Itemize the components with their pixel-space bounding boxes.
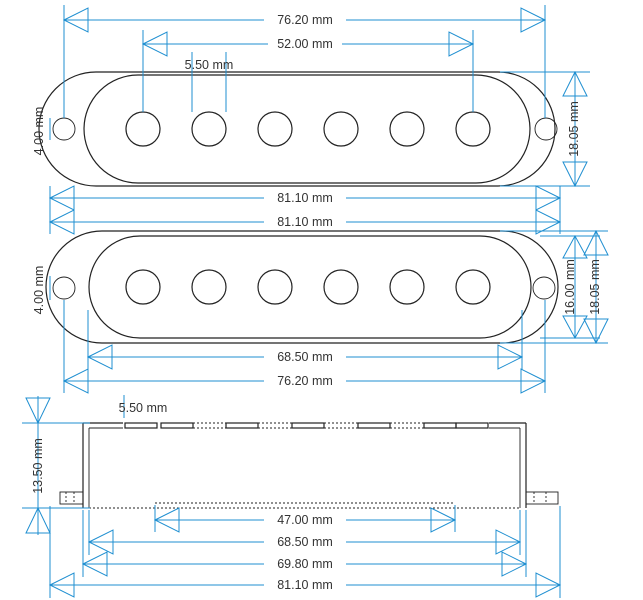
dim-label: 81.10 mm <box>277 191 333 205</box>
pickup-2 <box>45 230 559 344</box>
dim-inner-length: 68.50 mm <box>86 310 524 370</box>
dim-label: 52.00 mm <box>277 37 333 51</box>
dim-label: 76.20 mm <box>277 374 333 388</box>
pole-piece <box>191 111 227 147</box>
dim-label: 16.00 mm <box>563 259 577 315</box>
dim-label: 13.50 mm <box>31 438 45 494</box>
dim-label: 69.80 mm <box>277 557 333 571</box>
dim-pole-span: 52.00 mm <box>141 30 475 112</box>
dim-label: 81.10 mm <box>277 215 333 229</box>
pole-piece <box>257 111 293 147</box>
dim-label: 76.20 mm <box>277 13 333 27</box>
side-view-outline <box>59 422 559 509</box>
dim-label: 5.50 mm <box>119 401 168 415</box>
dim-label: 81.10 mm <box>277 578 333 592</box>
pole-piece <box>257 269 293 305</box>
pole-piece <box>323 111 359 147</box>
dim-label: 4.00 mm <box>32 107 46 156</box>
dim-side-inner: 68.50 mm <box>87 510 522 555</box>
dim-label: 68.50 mm <box>277 350 333 364</box>
pole-piece <box>125 111 161 147</box>
dim-label: 47.00 mm <box>277 513 333 527</box>
pole-piece <box>455 111 491 147</box>
dim-overall-top: 76.20 mm <box>62 5 547 118</box>
dim-overall-81-1: 81.10 mm <box>48 185 562 211</box>
dim-hole-diameter-1: 4.00 mm <box>32 107 51 156</box>
dim-side-overall: 81.10 mm <box>48 506 562 598</box>
pole-piece <box>125 269 161 305</box>
dim-height-2: 18.05 mm <box>500 229 609 345</box>
dim-side-height: 13.50 mm <box>22 396 90 535</box>
dim-overall-bottom: 76.20 mm <box>62 300 547 394</box>
dim-label: 4.00 mm <box>32 266 46 315</box>
pole-pieces-2 <box>125 269 491 305</box>
pickup-1 <box>38 71 558 187</box>
dim-inner-height: 16.00 mm <box>540 234 600 340</box>
dim-overall-81-2: 81.10 mm <box>48 209 562 235</box>
dim-height-1: 18.05 mm <box>500 70 590 188</box>
pole-piece <box>323 269 359 305</box>
dim-hole-diameter-2: 4.00 mm <box>32 266 51 315</box>
dim-side-base: 47.00 mm <box>153 505 457 533</box>
dim-pole-diameter: 5.50 mm <box>185 52 234 112</box>
pole-piece <box>455 269 491 305</box>
dim-side-body: 69.80 mm <box>81 510 528 577</box>
pole-piece <box>191 269 227 305</box>
pole-pieces-1 <box>125 111 491 147</box>
pole-piece <box>389 111 425 147</box>
dim-label: 18.05 mm <box>588 259 602 315</box>
dim-label: 18.05 mm <box>567 101 581 157</box>
dim-side-pole-diameter: 5.50 mm <box>119 395 168 418</box>
dim-label: 68.50 mm <box>277 535 333 549</box>
pole-piece <box>389 269 425 305</box>
dim-label: 5.50 mm <box>185 58 234 72</box>
